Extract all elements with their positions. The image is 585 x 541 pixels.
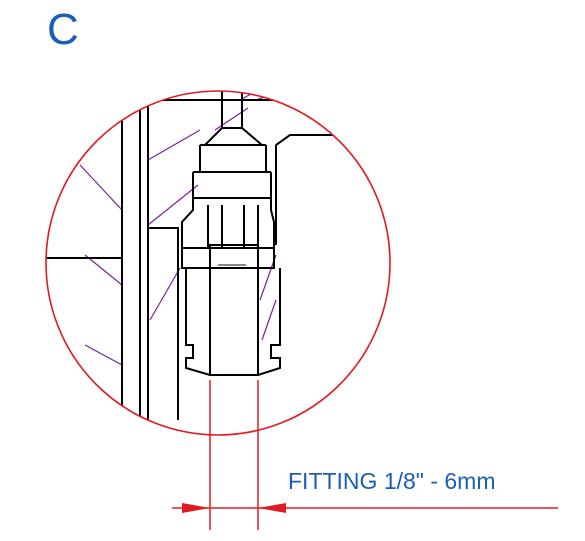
dimension-label: FITTING 1/8" - 6mm <box>288 468 496 494</box>
detail-label: C <box>47 5 79 54</box>
dimension-arrow-left <box>182 503 210 513</box>
detail-circle <box>45 90 391 436</box>
component-outlines <box>46 91 390 430</box>
dimension-arrow-right <box>258 503 286 513</box>
dimension-extension-lines <box>209 380 259 530</box>
